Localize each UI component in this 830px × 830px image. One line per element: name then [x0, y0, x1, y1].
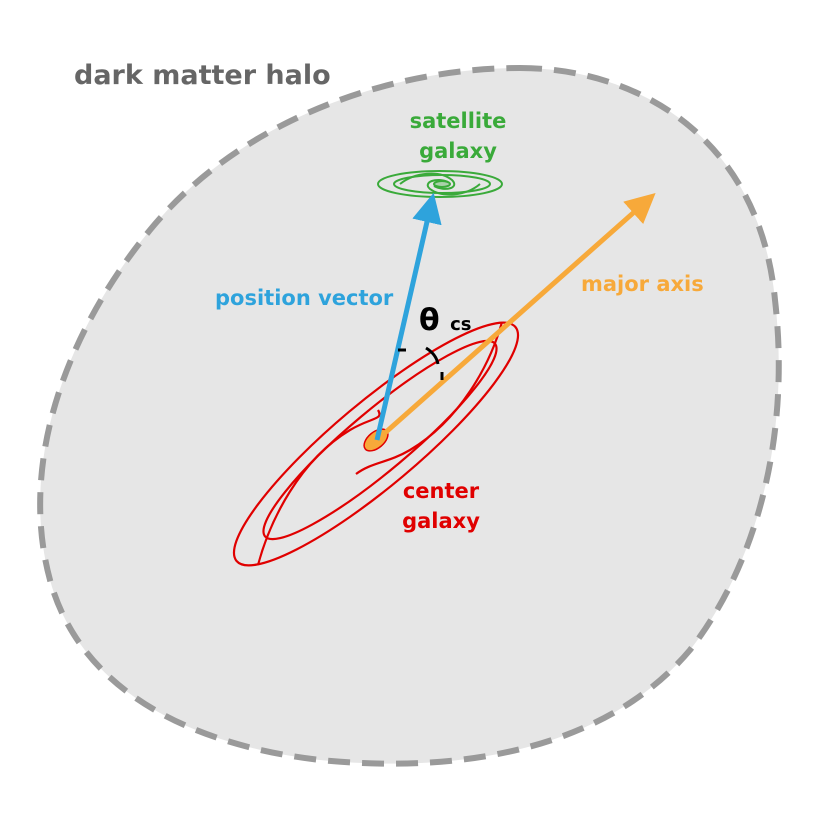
position-vector-label: position vector [215, 286, 394, 310]
theta-subscript: cs [450, 314, 471, 335]
center-galaxy-icon [232, 321, 520, 567]
theta-symbol: θ [419, 303, 440, 338]
satellite-galaxy-icon [377, 170, 503, 198]
center-label-line1: center [403, 479, 480, 503]
theta-label: θ cs [419, 303, 471, 338]
major-axis-label: major axis [581, 272, 704, 296]
dark-matter-halo [37, 64, 782, 767]
center-label-line2: galaxy [402, 509, 480, 533]
satellite-label-line1: satellite [410, 109, 507, 133]
major-axis-arrow [375, 193, 656, 442]
angle-arc [398, 346, 444, 380]
position-vector-arrow [374, 192, 442, 441]
satellite-label-line2: galaxy [419, 139, 497, 163]
halo-label: dark matter halo [74, 60, 331, 91]
